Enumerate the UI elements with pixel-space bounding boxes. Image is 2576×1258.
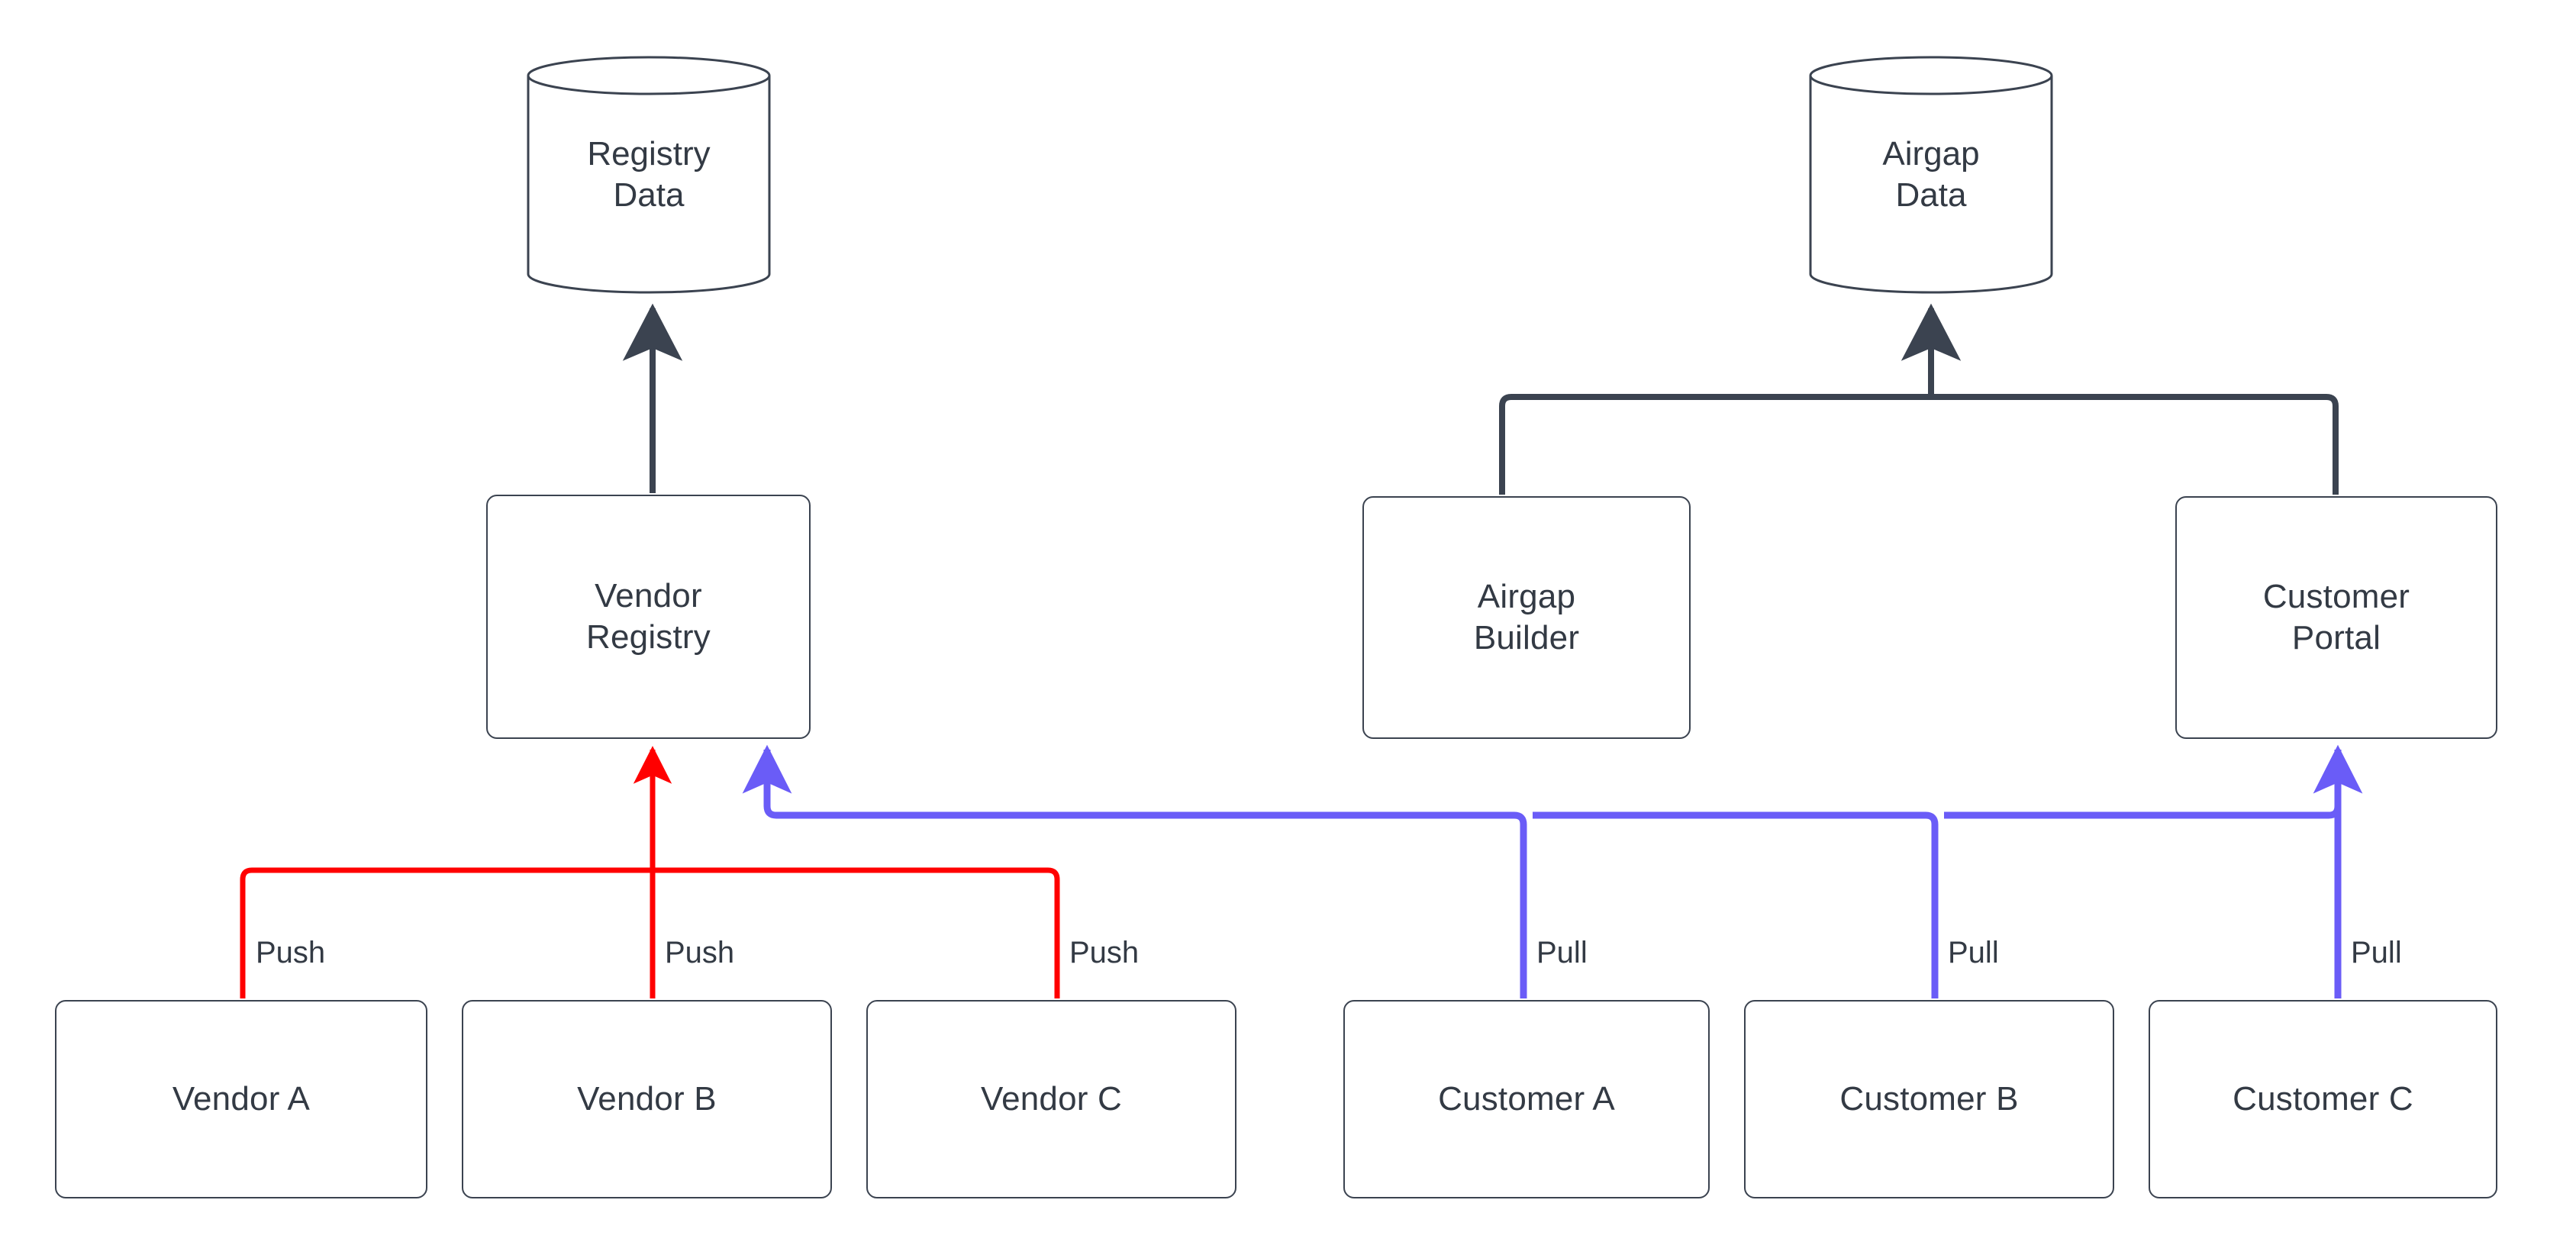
node-label: Vendor C bbox=[980, 1080, 1123, 1118]
node-label-line2: Portal bbox=[2291, 619, 2381, 656]
node-vendor-a[interactable]: Vendor A bbox=[55, 1000, 427, 1198]
node-customer-b[interactable]: Customer B bbox=[1744, 1000, 2114, 1198]
node-label-line1: Registry bbox=[587, 135, 711, 173]
node-airgap-data[interactable]: Airgap Data bbox=[1809, 56, 2053, 294]
node-label-line1: Airgap bbox=[1882, 135, 1980, 173]
node-label: Customer A bbox=[1438, 1080, 1615, 1118]
edge-vendor-c-push bbox=[653, 867, 1060, 998]
cylinder-shape bbox=[1809, 56, 2053, 294]
edge-label-push-c: Push bbox=[1066, 936, 1143, 970]
node-label-line2: Data bbox=[613, 176, 685, 214]
edge-customer-portal-to-airgap-data bbox=[1931, 394, 2339, 495]
edge-label-pull-a: Pull bbox=[1533, 936, 1591, 970]
node-customer-portal[interactable]: Customer Portal bbox=[2175, 496, 2497, 739]
node-vendor-c[interactable]: Vendor C bbox=[866, 1000, 1236, 1198]
node-label-line1: Customer bbox=[2262, 578, 2410, 616]
edge-vendor-a-push bbox=[240, 867, 653, 998]
edge-label-pull-b: Pull bbox=[1944, 936, 2003, 970]
node-customer-c[interactable]: Customer C bbox=[2149, 1000, 2497, 1198]
node-label-line2: Registry bbox=[586, 618, 711, 656]
node-label: Vendor A bbox=[172, 1080, 311, 1118]
node-label: Airgap Data bbox=[1882, 134, 1979, 215]
node-label: Airgap Builder bbox=[1474, 576, 1579, 658]
node-vendor-b[interactable]: Vendor B bbox=[462, 1000, 832, 1198]
edge-customer-a-pull bbox=[742, 744, 1527, 998]
node-label: Customer C bbox=[2233, 1080, 2413, 1118]
node-airgap-builder[interactable]: Airgap Builder bbox=[1362, 496, 1691, 739]
node-label: Customer Portal bbox=[2263, 576, 2410, 658]
node-label-line2: Builder bbox=[1473, 619, 1580, 656]
node-registry-data[interactable]: Registry Data bbox=[527, 56, 771, 294]
node-label: Customer B bbox=[1839, 1080, 2019, 1118]
cylinder-shape bbox=[527, 56, 771, 294]
node-vendor-registry[interactable]: Vendor Registry bbox=[486, 495, 811, 739]
node-customer-a[interactable]: Customer A bbox=[1343, 1000, 1710, 1198]
edge-pull-trunk-to-portal bbox=[1944, 794, 2342, 819]
node-label-line1: Vendor bbox=[595, 577, 702, 615]
edge-label-pull-c: Pull bbox=[2347, 936, 2406, 970]
edge-label-push-b: Push bbox=[661, 936, 739, 970]
node-label: Vendor B bbox=[577, 1080, 717, 1118]
node-label: Vendor Registry bbox=[586, 576, 711, 657]
edge-label-push-a: Push bbox=[252, 936, 330, 970]
node-label-line1: Airgap bbox=[1477, 578, 1576, 616]
edge-customer-b-pull bbox=[1533, 811, 1939, 998]
edge-airgap-builder-to-airgap-data bbox=[1499, 394, 1931, 495]
node-label: Registry Data bbox=[587, 134, 710, 215]
node-label-line2: Data bbox=[1895, 176, 1967, 214]
